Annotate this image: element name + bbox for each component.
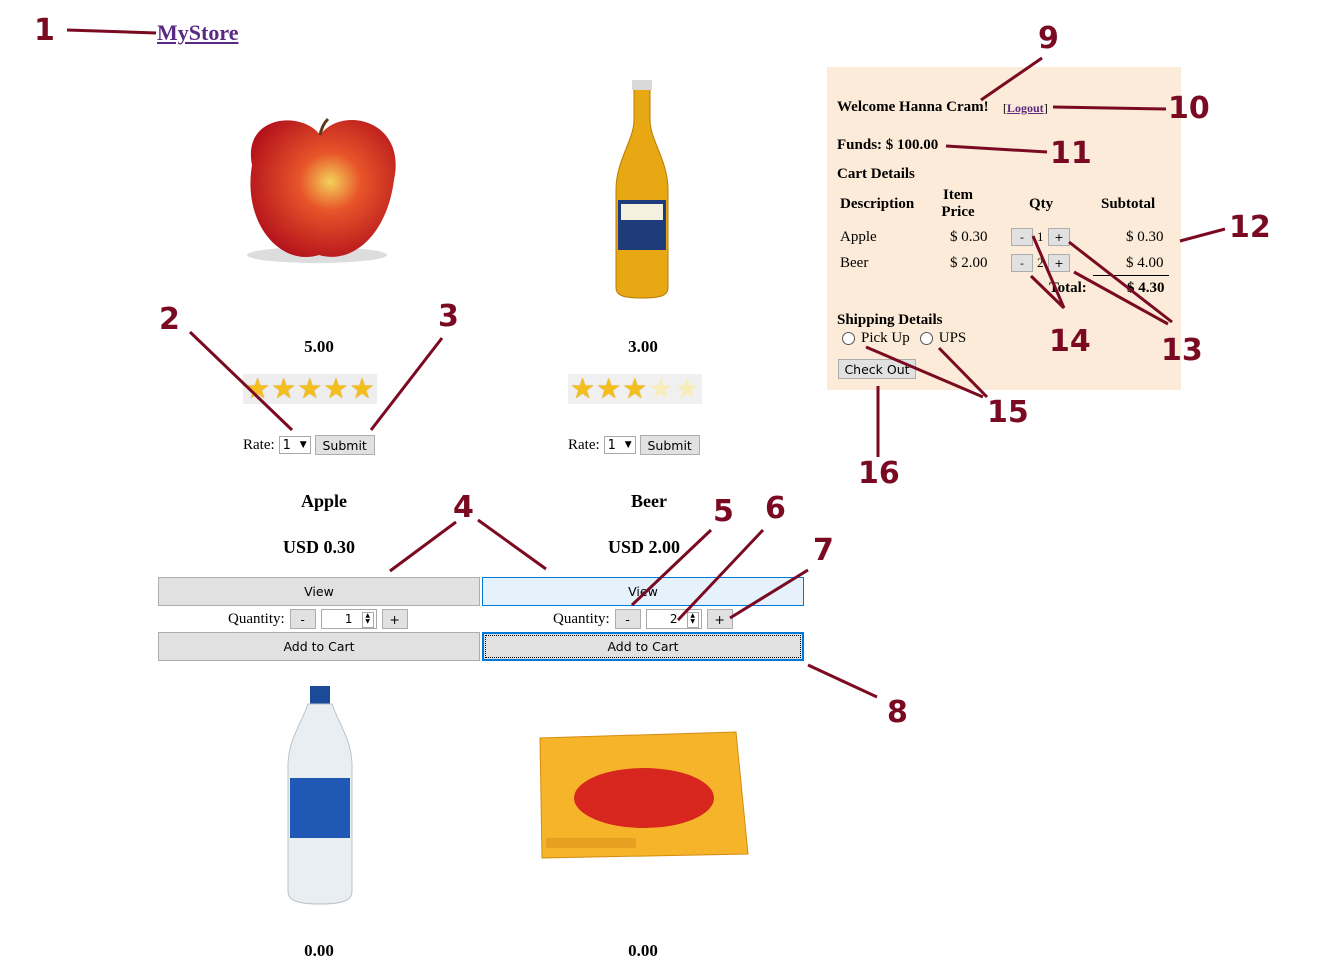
annotation-7: 7 [813, 533, 834, 568]
view-button-apple[interactable]: View [158, 577, 480, 606]
product-name-beer: Beer [631, 491, 667, 511]
star-icon: ★ [323, 372, 349, 405]
quantity-label: Quantity: [228, 610, 285, 627]
total-label: Total: [1049, 280, 1087, 296]
annotation-12: 12 [1229, 210, 1271, 245]
rating-value-beer: 3.00 [628, 337, 658, 356]
annotation-8: 8 [887, 695, 908, 730]
cart-row-desc: Beer [840, 255, 869, 271]
increase-qty-button[interactable]: + [706, 609, 733, 629]
quantity-label: Quantity: [553, 610, 610, 627]
shipping-title: Shipping Details [837, 312, 943, 328]
star-icon: ★ [622, 372, 648, 405]
water-image [287, 686, 353, 905]
spinner-icon[interactable]: ▲▼ [686, 612, 699, 628]
chevron-down-icon: ▼ [299, 440, 307, 450]
star-icon: ★ [297, 372, 323, 405]
cart-increase-button[interactable]: + [1048, 254, 1070, 272]
increase-qty-button[interactable]: + [381, 609, 408, 629]
rating-value-apple: 5.00 [304, 337, 334, 356]
rate-form-beer: Rate: 1▼ Submit [568, 435, 700, 455]
rate-select[interactable]: 1▼ [278, 436, 311, 454]
ups-radio[interactable] [919, 332, 933, 345]
annotation-6: 6 [765, 491, 786, 526]
view-button-beer[interactable]: View [482, 577, 804, 606]
star-icon: ★ [648, 372, 674, 405]
annotation-3: 3 [438, 299, 459, 334]
star-rating-beer: ★ ★ ★ ★ ★ [568, 374, 702, 404]
rate-select[interactable]: 1▼ [603, 436, 636, 454]
rate-form-apple: Rate: 1▼ Submit [243, 435, 375, 455]
quantity-input[interactable]: 1▲▼ [320, 609, 377, 629]
col-item-price: Item Price [941, 187, 975, 220]
annotation-2: 2 [159, 302, 180, 337]
rating-value-velveeta: 0.00 [628, 941, 658, 960]
col-qty: Qty [1029, 196, 1054, 212]
cart-row-qty: 1 [1037, 229, 1044, 244]
cart-panel: Welcome Hanna Cram! [Logout] Funds: $ 10… [827, 67, 1181, 390]
star-icon: ★ [596, 372, 622, 405]
quantity-row-apple: Quantity: - 1▲▼ + [228, 609, 408, 629]
star-icon: ★ [349, 372, 375, 405]
submit-rating-button[interactable]: Submit [314, 435, 375, 455]
quantity-input[interactable]: 2▲▼ [645, 609, 702, 629]
cart-row-subtotal: $ 4.00 [1126, 255, 1164, 271]
annotation-16: 16 [858, 456, 900, 491]
decrease-qty-button[interactable]: - [289, 609, 316, 629]
annotation-13: 13 [1161, 333, 1203, 368]
funds-text: Funds: $ 100.00 [837, 137, 939, 153]
rate-label: Rate: [243, 436, 275, 453]
chevron-down-icon: ▼ [624, 440, 632, 450]
cart-increase-button[interactable]: + [1048, 228, 1070, 246]
annotation-14: 14 [1049, 324, 1091, 359]
ups-label: UPS [938, 330, 967, 346]
col-subtotal: Subtotal [1101, 196, 1156, 212]
star-icon: ★ [570, 372, 596, 405]
rate-label: Rate: [568, 436, 600, 453]
product-price-beer: USD 2.00 [607, 537, 680, 557]
beer-image [615, 80, 669, 299]
star-icon: ★ [271, 372, 297, 405]
apple-image [247, 117, 396, 263]
velveeta-image [539, 731, 749, 859]
annotation-5: 5 [713, 494, 734, 529]
quantity-row-beer: Quantity: - 2▲▼ + [553, 609, 733, 629]
cart-row-price: $ 0.30 [950, 229, 988, 245]
cart-row-qty: 2 [1037, 255, 1044, 270]
decrease-qty-button[interactable]: - [614, 609, 641, 629]
cart-row-subtotal: $ 0.30 [1126, 229, 1164, 245]
col-description: Description [840, 196, 915, 212]
rating-value-water: 0.00 [304, 941, 334, 960]
cart-row-price: $ 2.00 [950, 255, 988, 271]
add-to-cart-button-beer[interactable]: Add to Cart [482, 632, 804, 661]
welcome-text: Welcome Hanna Cram! [837, 99, 989, 115]
pickup-radio[interactable] [842, 332, 855, 345]
annotation-9: 9 [1038, 21, 1059, 56]
annotation-10: 10 [1168, 91, 1210, 126]
annotation-1: 1 [34, 13, 55, 48]
annotation-11: 11 [1050, 136, 1092, 171]
cart-decrease-button[interactable]: - [1011, 228, 1033, 246]
star-rating-apple: ★ ★ ★ ★ ★ [243, 374, 377, 404]
annotation-15: 15 [987, 395, 1029, 430]
submit-rating-button[interactable]: Submit [639, 435, 700, 455]
store-link[interactable]: MyStore [157, 20, 239, 45]
checkout-button[interactable]: Check Out [838, 359, 916, 379]
cart-row-desc: Apple [840, 229, 877, 245]
total-value: $ 4.30 [1127, 280, 1165, 296]
spinner-icon[interactable]: ▲▼ [361, 612, 374, 628]
product-price-apple: USD 0.30 [282, 537, 355, 557]
cart-details-title: Cart Details [837, 166, 915, 182]
total-divider [1093, 275, 1169, 276]
star-icon: ★ [245, 372, 271, 405]
logout-link[interactable]: Logout [1007, 101, 1044, 115]
shipping-options: Pick Up UPS [842, 330, 966, 347]
product-name-apple: Apple [300, 491, 347, 511]
add-to-cart-button-apple[interactable]: Add to Cart [158, 632, 480, 661]
star-icon: ★ [674, 372, 700, 405]
pickup-label: Pick Up [861, 330, 910, 346]
logout-wrapper: [Logout] [1003, 101, 1048, 115]
cart-decrease-button[interactable]: - [1011, 254, 1033, 272]
annotation-4: 4 [453, 490, 474, 525]
